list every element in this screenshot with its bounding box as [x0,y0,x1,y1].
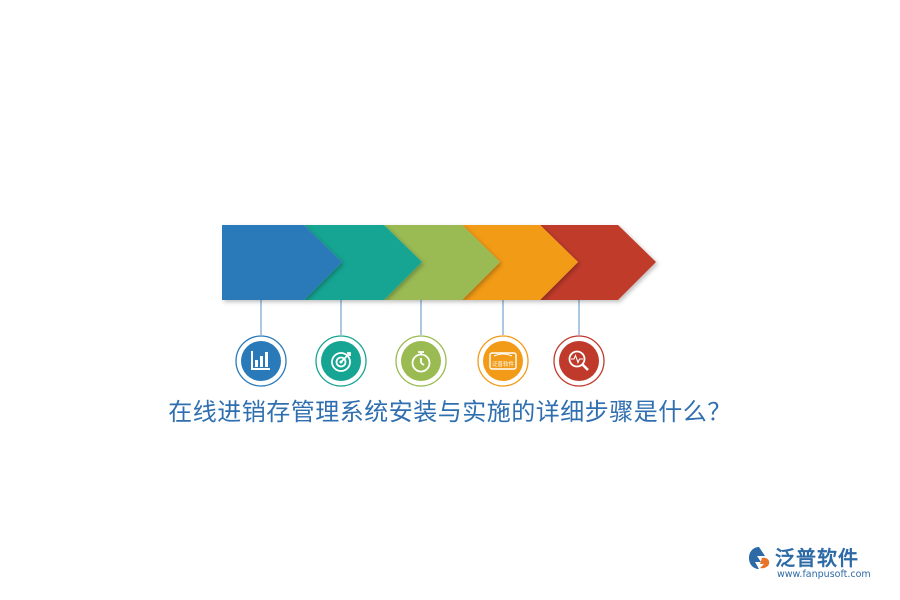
stopwatch-icon [411,351,431,373]
step-icon-4: 泛普软件 [477,335,529,387]
page-title: 在线进销存管理系统安装与实施的详细步骤是什么？ [168,398,732,426]
step-icon-5 [553,335,605,387]
chevron-step-2 [304,225,422,300]
target-icon [331,352,351,372]
brand-card-icon: 泛普软件 [489,352,517,370]
bar-chart-icon [251,351,270,370]
chevron-step-1 [222,225,342,300]
brand-url: www.fanpusoft.com [777,569,871,580]
chevron-step-3 [384,225,500,300]
brand-card-text: 泛普软件 [492,360,515,368]
step-icon-3 [395,335,447,387]
chevron-step-5 [540,225,656,300]
step-icon-2 [315,335,367,387]
brand-watermark: 泛普软件 www.fanpusoft.com [745,542,890,586]
brand-logo-icon [749,547,770,569]
chevron-step-4 [462,225,578,300]
magnifier-pulse-icon [568,350,589,371]
brand-name: 泛普软件 [775,546,859,570]
step-icon-1 [235,335,287,387]
